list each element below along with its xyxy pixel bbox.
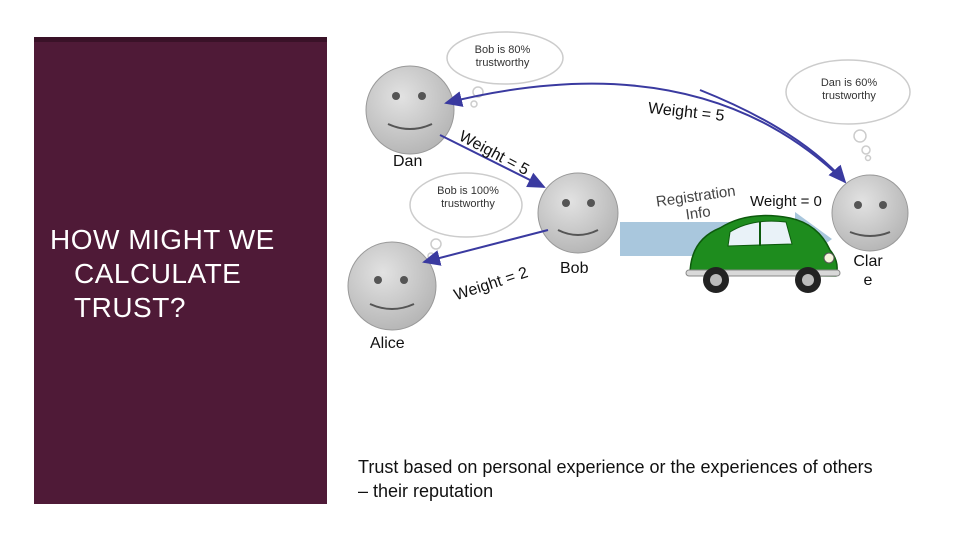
clare-face-icon [831, 174, 909, 252]
car-icon [685, 214, 841, 293]
alice-face-icon [347, 241, 437, 331]
title-panel-strip [34, 37, 327, 42]
edge-bob-alice [422, 229, 549, 266]
thought-cloud-dan-60 [785, 59, 911, 162]
slide-title: HOW MIGHT WE CALCULATE TRUST? [50, 224, 275, 323]
clare-label: Clar e [853, 253, 883, 289]
thought-cloud-bob-80 [446, 31, 564, 108]
alice-label: Alice [370, 335, 405, 352]
dan-label: Dan [393, 153, 423, 170]
bob-label: Bob [560, 260, 589, 277]
slide-caption: Trust based on personal experience or th… [358, 457, 873, 501]
edge-dan-bob [439, 134, 546, 188]
thought-bob-100-text: Bob is 100% trustworthy [437, 185, 499, 210]
edge-dan-clare [444, 82, 846, 183]
bob-face-icon [537, 172, 619, 254]
thought-bob-80-text: Bob is 80% trustworthy [474, 44, 531, 69]
dan-face-icon [365, 65, 455, 155]
title-panel [34, 37, 327, 504]
thought-dan-60-text: Dan is 60% trustworthy [820, 77, 878, 102]
weight-bob-clare-label: Weight = 0 [750, 193, 822, 210]
edge-dan-clare-start [699, 89, 847, 184]
